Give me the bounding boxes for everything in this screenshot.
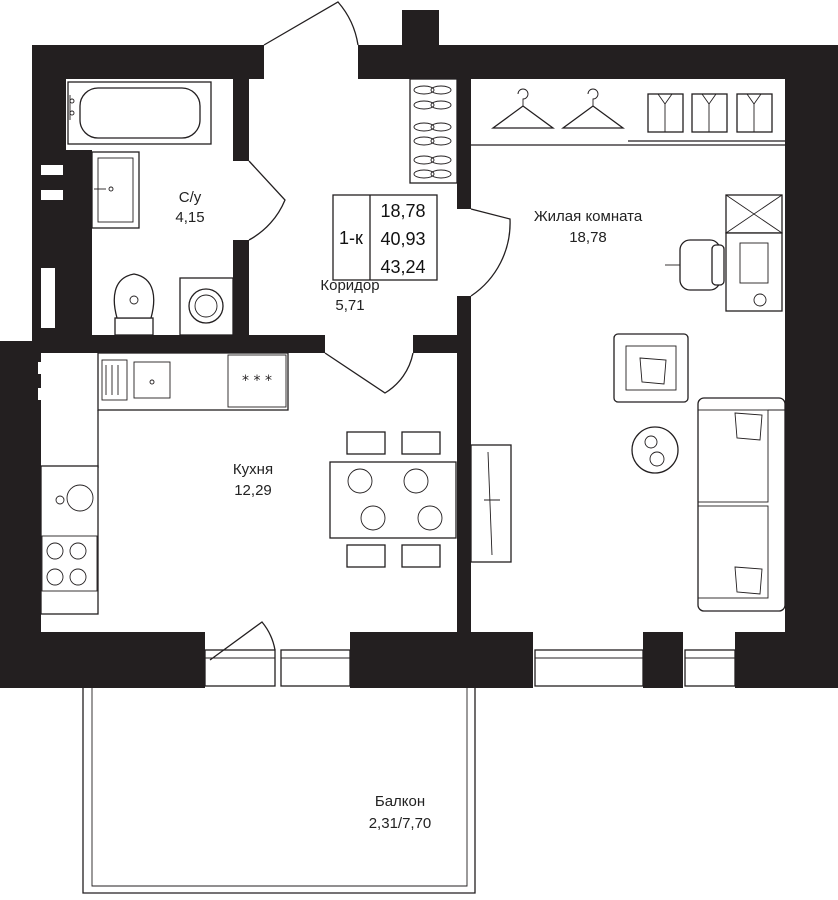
balcony-name: Балкон xyxy=(375,793,425,810)
bathtub-icon xyxy=(67,81,212,145)
hob-icon: * * * xyxy=(41,354,287,592)
shoe-rack-icon xyxy=(409,78,458,184)
kitchen-counter xyxy=(40,352,289,615)
shirt-icon xyxy=(647,93,773,133)
coffee-table-icon xyxy=(631,426,679,474)
windows xyxy=(38,165,736,688)
desk-icon xyxy=(725,194,783,312)
total-with-balcony-value: 43,24 xyxy=(380,257,425,277)
washing-machine-icon xyxy=(179,277,234,336)
living-room-name: Жилая комната xyxy=(534,208,643,225)
bathroom-area: 4,15 xyxy=(175,209,204,226)
kitchen-area: 12,29 xyxy=(234,482,272,499)
living-room-area: 18,78 xyxy=(569,229,607,246)
balcony xyxy=(82,688,476,894)
svg-text:* * *: * * * xyxy=(242,373,272,389)
kitchen-name: Кухня xyxy=(233,461,273,478)
total-area-value: 40,93 xyxy=(380,229,425,249)
wardrobe xyxy=(471,140,785,146)
sofa-icon xyxy=(697,397,786,612)
area-summary xyxy=(332,194,438,281)
bathroom-name: С/у xyxy=(179,189,202,206)
tv-stand-icon xyxy=(470,444,512,563)
balcony-area: 2,31/7,70 xyxy=(369,815,432,832)
corridor-name: Коридор xyxy=(320,277,379,294)
dining-table-icon xyxy=(329,431,457,568)
corridor-area: 5,71 xyxy=(335,297,364,314)
hanger-icon xyxy=(491,88,625,129)
walls xyxy=(0,10,838,688)
kitchen-sink-icon xyxy=(101,359,171,401)
living-area-value: 18,78 xyxy=(380,201,425,221)
apartment-type: 1-к xyxy=(339,228,363,248)
office-chair-icon xyxy=(665,239,725,291)
doors xyxy=(209,1,511,661)
armchair-icon xyxy=(613,333,689,403)
toilet-icon xyxy=(113,273,155,336)
sink-icon xyxy=(91,151,140,229)
